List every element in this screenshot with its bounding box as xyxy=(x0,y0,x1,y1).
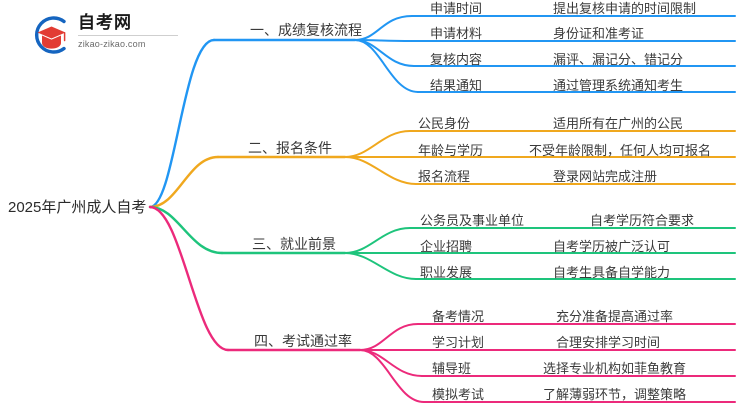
trunk-orange xyxy=(148,155,220,209)
fan-orange-1 xyxy=(344,130,411,158)
leaf-desc-3-1: 自考学历符合要求 xyxy=(590,213,695,228)
leaf-label-2-2[interactable]: 年龄与学历 xyxy=(418,143,484,158)
leaf-desc-1-3: 漏评、漏记分、错记分 xyxy=(553,52,684,67)
graduation-cap-icon xyxy=(35,16,66,54)
leaf-desc-3-2: 自考学历被广泛认可 xyxy=(553,239,671,254)
leaf-label-4-1[interactable]: 备考情况 xyxy=(432,309,485,324)
leaf-label-2-1[interactable]: 公民身份 xyxy=(418,116,471,131)
leaf-label-3-1[interactable]: 公务员及事业单位 xyxy=(420,213,525,228)
logo-wordmark: 自考网 zikao-zikao.com xyxy=(78,13,178,51)
leaf-label-1-4[interactable]: 结果通知 xyxy=(430,78,483,93)
branch-label-4[interactable]: 四、考试通过率 xyxy=(254,333,352,349)
leaf-label-4-2[interactable]: 学习计划 xyxy=(432,335,485,350)
site-logo: 自考网 zikao-zikao.com xyxy=(30,12,180,58)
fan-pink-1 xyxy=(359,323,419,351)
fan-pink-4 xyxy=(359,349,425,403)
fan-blue-4 xyxy=(354,39,419,93)
logo-name-cn: 自考网 xyxy=(78,13,178,36)
leaf-desc-2-3: 登录网站完成注册 xyxy=(553,169,658,184)
leaf-desc-1-4: 通过管理系统通知考生 xyxy=(553,78,684,93)
leaf-label-1-3[interactable]: 复核内容 xyxy=(430,52,483,67)
leaf-label-4-3[interactable]: 辅导班 xyxy=(432,361,472,376)
trunk-pink xyxy=(148,205,230,352)
leaf-desc-4-2: 合理安排学习时间 xyxy=(556,335,661,350)
leaf-desc-4-3: 选择专业机构如菲鱼教育 xyxy=(543,361,687,376)
fan-pink-3 xyxy=(359,349,423,377)
leaf-label-3-2[interactable]: 企业招聘 xyxy=(420,239,473,254)
branch-label-3[interactable]: 三、就业前景 xyxy=(252,236,336,252)
fan-blue-3 xyxy=(354,39,415,67)
leaf-label-4-4[interactable]: 模拟考试 xyxy=(432,387,485,402)
logo-name-en: zikao-zikao.com xyxy=(78,39,146,49)
leaf-desc-2-2: 不受年龄限制，任何人均可报名 xyxy=(529,143,712,158)
branch-label-2[interactable]: 二、报名条件 xyxy=(248,140,332,156)
leaf-desc-3-3: 自考生具备自学能力 xyxy=(553,265,671,280)
leaf-desc-1-2: 身份证和准考证 xyxy=(553,26,645,41)
fan-blue-1 xyxy=(354,15,413,41)
fan-green-3 xyxy=(344,252,417,280)
fan-green-1 xyxy=(344,227,411,254)
leaf-desc-4-1: 充分准备提高通过率 xyxy=(556,309,674,324)
leaf-desc-2-1: 适用所有在广州的公民 xyxy=(553,116,684,131)
fan-blue-2 xyxy=(354,39,413,42)
leaf-label-1-2[interactable]: 申请材料 xyxy=(430,26,483,41)
trunk-green xyxy=(148,205,224,255)
branch-label-1[interactable]: 一、成绩复核流程 xyxy=(250,22,362,38)
leaf-label-1-1[interactable]: 申请时间 xyxy=(430,1,483,16)
fan-orange-3 xyxy=(344,156,417,185)
leaf-label-3-3[interactable]: 职业发展 xyxy=(420,265,473,280)
leaf-label-2-3[interactable]: 报名流程 xyxy=(418,169,471,184)
trunk-blue xyxy=(148,38,216,209)
leaf-desc-1-1: 提出复核申请的时间限制 xyxy=(553,1,697,16)
root-node[interactable]: 2025年广州成人自考 xyxy=(8,199,147,216)
leaf-desc-4-4: 了解薄弱环节，调整策略 xyxy=(543,387,687,402)
